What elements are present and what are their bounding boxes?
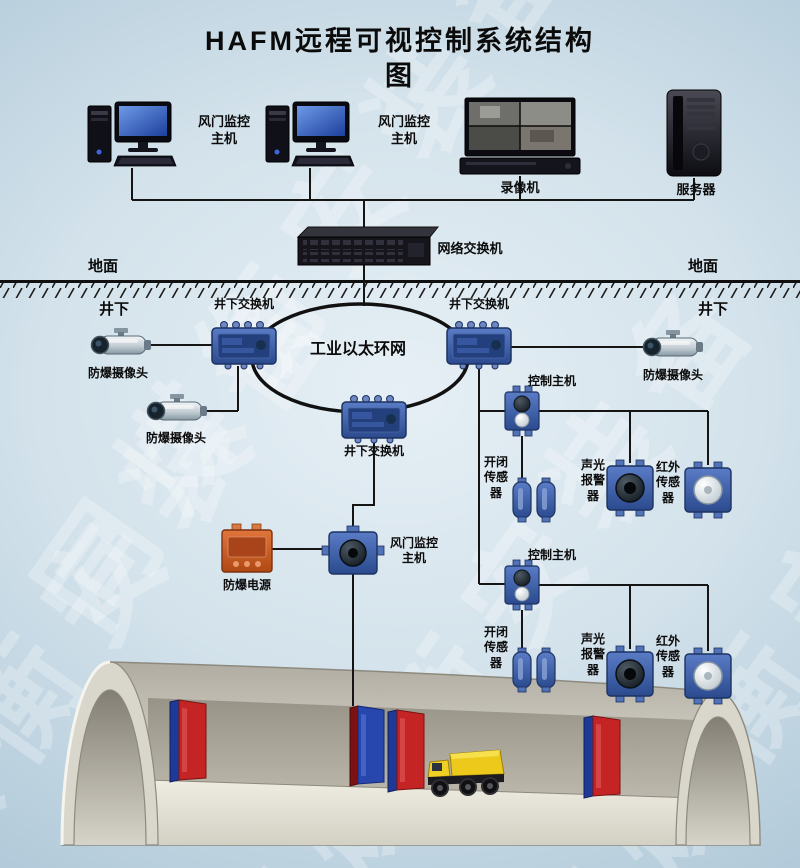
underground-switch-bottom bbox=[341, 394, 407, 444]
power-label: 防爆电源 bbox=[222, 578, 272, 592]
underground-switch-left bbox=[211, 320, 277, 370]
air-door-middle-1 bbox=[349, 705, 385, 787]
sound-light-alarm-1 bbox=[606, 459, 654, 517]
switch-right-label: 井下交换机 bbox=[448, 297, 510, 311]
switch-bottom-label: 井下交换机 bbox=[343, 444, 405, 458]
alarm1-label: 声光 报警 器 bbox=[580, 458, 606, 503]
explosion-proof-camera-1 bbox=[90, 327, 152, 355]
control-host-1 bbox=[504, 385, 540, 437]
explosion-proof-power-supply bbox=[221, 523, 273, 573]
recorder-label: 录像机 bbox=[500, 180, 540, 195]
alarm2-label: 声光 报警 器 bbox=[580, 632, 606, 677]
tunnel bbox=[60, 660, 761, 846]
camera3-label: 防爆摄像头 bbox=[642, 368, 704, 382]
host1-label: 风门监控 主机 bbox=[197, 114, 251, 146]
camera1-label: 防爆摄像头 bbox=[87, 366, 149, 380]
door-monitor-label: 风门监控 主机 bbox=[389, 536, 439, 566]
infrared2-label: 红外 传感 器 bbox=[655, 634, 681, 679]
ground-label-left: 地面 bbox=[87, 258, 119, 275]
tunnel-portal-right-opening bbox=[686, 717, 750, 845]
camera2-label: 防爆摄像头 bbox=[145, 431, 207, 445]
host2-label: 风门监控 主机 bbox=[377, 114, 431, 146]
air-door-right bbox=[583, 715, 621, 799]
open-close-sensor-1 bbox=[512, 477, 556, 523]
air-door-middle-2 bbox=[387, 709, 425, 793]
explosion-proof-camera-3 bbox=[642, 329, 704, 357]
air-door-left bbox=[169, 699, 207, 783]
infrared1-label: 红外 传感 器 bbox=[655, 460, 681, 505]
network-switch-label: 网络交换机 bbox=[437, 241, 503, 256]
air-door-monitor-host-2 bbox=[265, 101, 355, 167]
underground-marker-left: 井下 bbox=[98, 301, 130, 318]
door-monitor-device bbox=[321, 525, 385, 575]
open-close-sensor2-label: 开闭 传感 器 bbox=[483, 625, 509, 670]
tunnel-portal-right-ring bbox=[675, 691, 761, 846]
video-recorder bbox=[459, 97, 581, 175]
page-title: HAFM远程可视控制系统结构图 bbox=[205, 26, 595, 91]
underground-switch-right bbox=[446, 320, 512, 370]
infrared-sensor-1 bbox=[684, 461, 732, 519]
sound-light-alarm-2 bbox=[606, 645, 654, 703]
ground-surface-line bbox=[0, 280, 800, 298]
control-host1-label: 控制主机 bbox=[527, 374, 577, 388]
control-host-2 bbox=[504, 559, 540, 611]
ground-label-right: 地面 bbox=[687, 258, 719, 275]
underground-marker-right: 井下 bbox=[697, 301, 729, 318]
switch-left-label: 井下交换机 bbox=[213, 297, 275, 311]
ethernet-ring-label: 工业以太环网 bbox=[309, 341, 407, 358]
infrared-sensor-2 bbox=[684, 647, 732, 705]
air-door-monitor-host-1 bbox=[87, 101, 177, 167]
server-label: 服务器 bbox=[676, 182, 716, 197]
control-host2-label: 控制主机 bbox=[527, 548, 577, 562]
explosion-proof-camera-2 bbox=[146, 393, 208, 421]
ground-hatch bbox=[0, 283, 800, 298]
open-close-sensor1-label: 开闭 传感 器 bbox=[483, 455, 509, 500]
server-tower bbox=[666, 89, 722, 177]
connection-lines bbox=[131, 168, 709, 706]
network-switch-device bbox=[297, 226, 439, 266]
tunnel-floor bbox=[120, 780, 702, 845]
tunnel-portal-left-opening bbox=[74, 690, 146, 845]
